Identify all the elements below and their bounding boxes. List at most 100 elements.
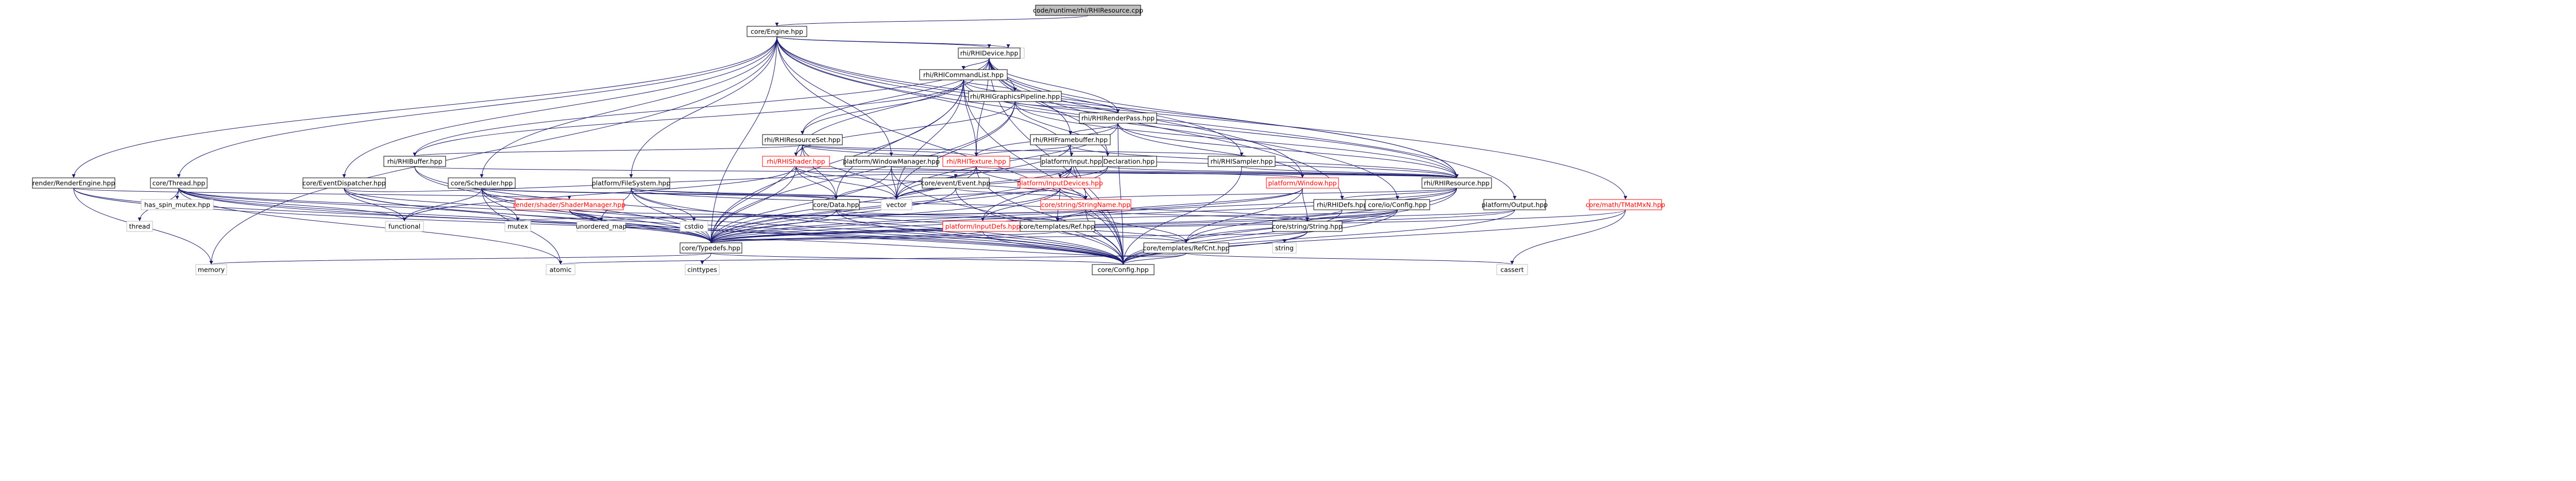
include-edge-engine-to-input [776,36,1074,157]
node-inputdevices[interactable]: platform/InputDevices.hpp [1017,177,1103,189]
node-window[interactable]: platform/Window.hpp [1266,177,1339,189]
include-edge-engine-to-memory [209,36,777,265]
include-edge-stringhpp-to-string [1282,231,1308,243]
node-box [942,156,1010,167]
include-edge-rhigfxpipe-to-vector [894,101,1015,200]
node-thread[interactable]: core/Thread.hpp [150,177,208,189]
node-label: rhi/RHIDevice.hpp [960,49,1019,57]
include-edge-mathtmatmx-to-typedefs [709,209,1626,243]
node-box [762,156,830,167]
node-data[interactable]: core/Data.hpp [812,199,860,210]
node-stringhpp[interactable]: core/string/String.hpp [1272,221,1343,232]
node-renderengine[interactable]: render/RenderEngine.hpp [32,177,115,189]
node-vector: vector [880,199,912,210]
include-edge-filesystem-to-data [631,188,838,200]
include-edge-thread-to-spinmutex [175,188,179,200]
node-rhisampler[interactable]: rhi/RHISampler.hpp [1208,156,1276,167]
node-label: rhi/RHIShader.hpp [767,158,825,165]
node-root[interactable]: code/runtime/rhi/RHIResource.cpp [1033,5,1143,16]
include-edge-rhishader-to-vector [795,166,899,200]
node-rhiresourceset[interactable]: rhi/RHIResourceSet.hpp [762,134,843,145]
node-mathtmatmx[interactable]: core/math/TMatMxN.hpp [1586,199,1666,210]
node-label: platform/Window.hpp [1268,179,1336,187]
node-rhicmdlist[interactable]: rhi/RHICommandList.hpp [919,69,1008,80]
node-thread_std: thread [126,221,153,232]
node-label: rhi/RHIFramebuffer.hpp [1033,136,1108,144]
include-edge-refcnt-to-config [1121,253,1187,265]
include-edge-window-to-refcnt [1184,188,1303,243]
include-edge-scheduler-to-data [481,188,838,200]
node-box [685,264,720,275]
node-typedefs[interactable]: core/Typedefs.hpp [680,242,742,254]
node-shadermanager[interactable]: render/shader/ShaderManager.hpp [513,199,625,210]
node-string: string [1272,242,1297,254]
node-stringname[interactable]: core/string/StringName.hpp [1040,199,1131,210]
node-rhitexture[interactable]: rhi/RHITexture.hpp [942,156,1010,167]
node-filesystem[interactable]: platform/FileSystem.hpp [592,177,671,189]
node-refcnt[interactable]: core/templates/RefCnt.hpp [1143,242,1230,254]
node-label: mutex [507,223,528,230]
node-windowmanager[interactable]: platform/WindowManager.hpp [843,156,940,167]
include-edge-stringname-to-typedefs [709,209,1086,243]
include-edge-typedefs-to-cinttypes [700,253,711,265]
node-unordered_map: unordered_map [576,221,626,232]
node-rhishader[interactable]: rhi/RHIShader.hpp [762,156,830,167]
node-rhiresource[interactable]: rhi/RHIResource.hpp [1421,177,1492,189]
include-edge-rhiresource-to-refcnt [1184,188,1457,243]
node-rhigfxpipe[interactable]: rhi/RHIGraphicsPipeline.hpp [968,91,1062,102]
include-edge-rhiresourceset-to-vector [802,144,899,200]
node-rhidefs[interactable]: rhi/RHIDefs.hpp [1313,199,1371,210]
include-edge-rhicmdlist-to-rhiresourceset [801,79,964,135]
node-label: rhi/RHIGraphicsPipeline.hpp [970,93,1060,101]
include-edge-rhiresource-to-rhidefs [1340,188,1457,200]
include-edge-rhirenderpass-to-rhiresource [1117,123,1459,178]
node-box [880,199,912,210]
node-label: string [1275,244,1294,252]
include-edge-rhisampler-to-rhiresource [1241,166,1459,178]
node-rhibuffer[interactable]: rhi/RHIBuffer.hpp [383,156,446,167]
node-output[interactable]: platform/Output.hpp [1482,199,1548,210]
node-label: thread [129,223,150,230]
node-label: core/Data.hpp [814,201,859,209]
include-edge-refcnt-to-atomic [559,253,1187,265]
node-spinmutex: has_spin_mutex.hpp [141,199,214,210]
include-edge-engine-to-rhidevice [776,36,991,48]
node-inputdefs[interactable]: platform/InputDefs.hpp [942,221,1023,232]
node-event[interactable]: core/event/Event.hpp [921,177,991,189]
include-edge-rhiresource-to-ref [1056,188,1457,222]
node-box [1589,199,1662,210]
node-eventdispatcher[interactable]: core/EventDispatcher.hpp [302,177,386,189]
node-box [1030,134,1111,145]
node-box [844,156,938,167]
node-scheduler[interactable]: core/Scheduler.hpp [448,177,516,189]
node-config[interactable]: core/Config.hpp [1092,264,1155,275]
include-edge-inputdevices-to-inputdefs [981,188,1060,222]
node-rhidevice[interactable]: rhi/RHIDevice.hpp [958,47,1021,59]
node-box [968,91,1062,102]
node-label: cassert [1500,266,1523,274]
node-label: platform/Input.hpp [1041,158,1102,165]
node-input[interactable]: platform/Input.hpp [1040,156,1103,167]
node-iconfig[interactable]: core/io/Config.hpp [1365,199,1430,210]
include-edge-rhiresourceset-to-rhitexture [802,144,978,157]
include-edge-rhitexture-to-rhiresource [976,166,1459,178]
node-ref[interactable]: core/templates/Ref.hpp [1020,221,1095,232]
node-box [1143,242,1229,254]
node-box [1266,177,1339,189]
node-engine[interactable]: core/Engine.hpp [747,26,807,37]
node-label: functional [388,223,420,230]
node-rhiframebuffer[interactable]: rhi/RHIFramebuffer.hpp [1030,134,1111,145]
include-edge-rhidevice-to-rhirenderpass [989,58,1120,113]
node-rhirenderpass[interactable]: rhi/RHIRenderPass.hpp [1079,112,1157,124]
node-label: cstdio [684,223,703,230]
node-label: rhi/RHIRenderPass.hpp [1081,114,1155,122]
node-label: core/math/TMatMxN.hpp [1586,201,1666,209]
node-box [592,177,670,189]
include-edge-rhigfxpipe-to-rhivertexdecl [1014,101,1110,157]
node-label: core/io/Config.hpp [1368,201,1427,209]
node-label: core/EventDispatcher.hpp [302,179,386,187]
include-edge-thread-to-functional [178,188,406,222]
include-edge-rhicmdlist-to-rhigfxpipe [963,79,1017,92]
node-box [515,199,624,210]
